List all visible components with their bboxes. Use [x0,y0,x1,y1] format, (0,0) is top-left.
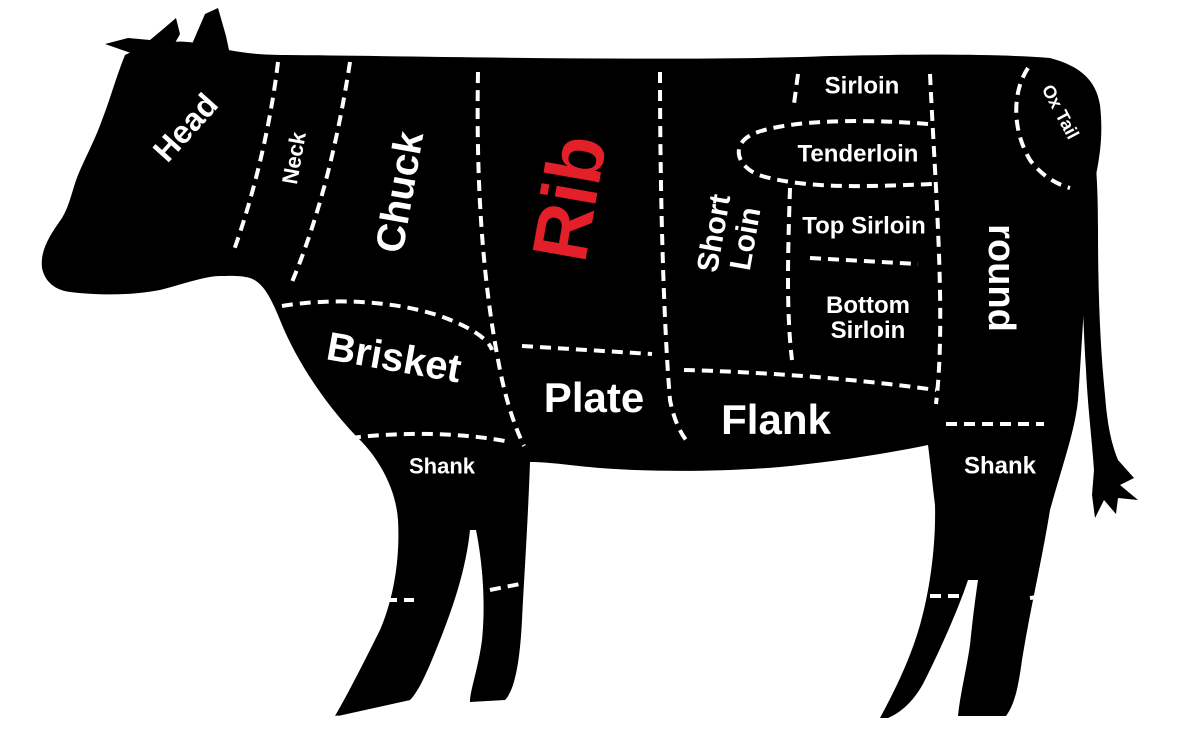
label-round: round [979,224,1022,332]
cut-line-front-shank [349,431,511,444]
cow-silhouette [41,8,1138,719]
cut-line-sirloin-left [792,73,800,105]
front-leg [338,690,412,716]
label-bottom-sirloin: Bottom Sirloin [826,291,910,344]
cut-line-neck-chuck [290,61,352,283]
cut-line-back-right-hock [1029,592,1061,600]
cut-line-rib-loin [658,71,688,442]
label-shank-back: Shank [963,452,1037,480]
cut-line-top-bottom-sirloin [809,256,919,266]
cut-line-brisket-top [281,299,494,351]
label-short-loin: Short Loin [691,192,768,280]
cow-body [41,41,1102,719]
label-flank: Flank [721,395,831,443]
tail [1070,100,1138,518]
cut-line-front-right-knee [489,582,521,592]
label-plate: Plate [543,373,645,421]
cut-line-tenderloin [736,119,933,189]
cut-line-chuck-rib [475,71,526,447]
label-tenderloin: Tenderloin [797,140,919,168]
cut-lines [232,61,1071,602]
label-top-sirloin: Top Sirloin [802,212,926,240]
cut-line-head-neck [232,61,280,251]
label-sirloin: Sirloin [824,72,900,100]
cut-line-ox-tail [1014,66,1071,190]
cut-line-flank-top [683,368,937,392]
label-bottom-sirloin-line2: Sirloin [830,317,906,344]
cut-line-loin-round [928,73,943,405]
cut-line-plate-top [521,344,653,356]
cut-line-top-sirloin-left [786,187,794,361]
label-bottom-sirloin-line1: Bottom [826,291,910,319]
label-shank-front: Shank [408,453,476,479]
